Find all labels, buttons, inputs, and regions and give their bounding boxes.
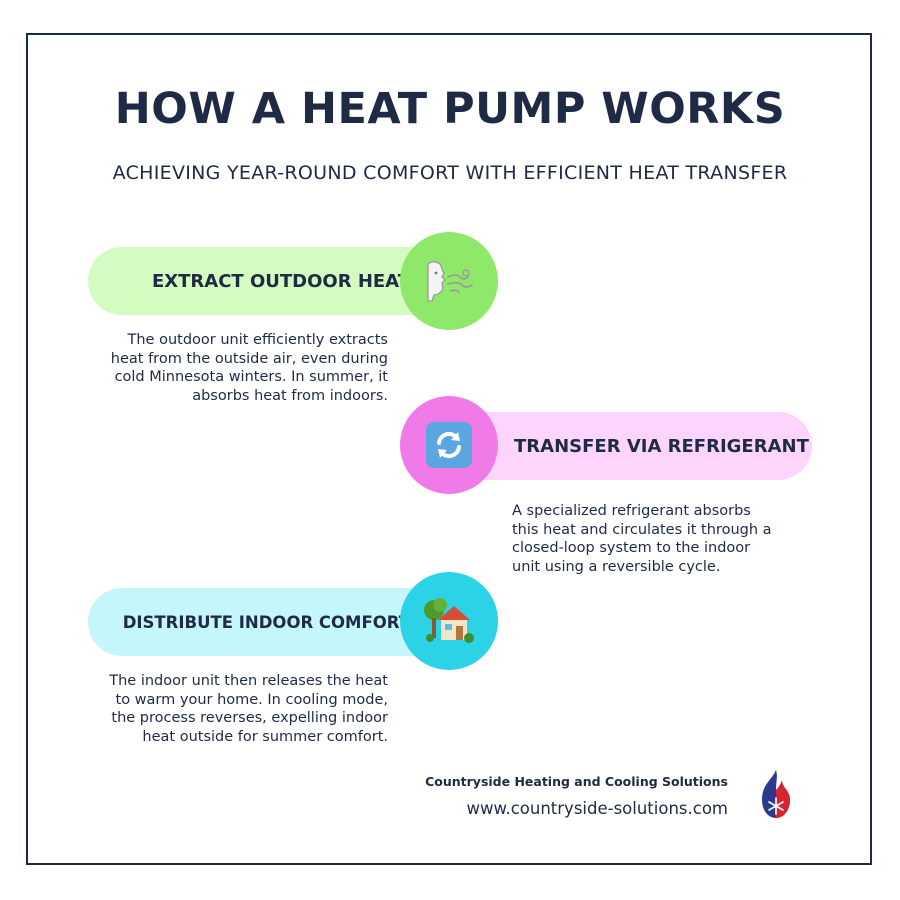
refresh-arrows-icon xyxy=(426,422,472,468)
page-subtitle: ACHIEVING YEAR-ROUND COMFORT WITH EFFICI… xyxy=(112,162,788,184)
step-distribute-description: The indoor unit then releases the heat t… xyxy=(109,673,388,745)
step-transfer-circle xyxy=(400,396,498,494)
step-transfer-label: TRANSFER VIA REFRIGERANT xyxy=(514,435,809,457)
house-with-garden-icon xyxy=(424,598,474,643)
company-website-link[interactable]: www.countryside-solutions.com xyxy=(466,799,729,818)
step-distribute-circle xyxy=(400,572,498,670)
page-title: HOW A HEAT PUMP WORKS xyxy=(114,84,786,134)
step-distribute-pill: DISTRIBUTE INDOOR COMFORT xyxy=(88,588,428,656)
step-distribute-label: DISTRIBUTE INDOOR COMFORT xyxy=(122,612,410,632)
step-extract-pill: EXTRACT OUTDOOR HEAT xyxy=(88,247,428,315)
step-extract-description: The outdoor unit efficiently extracts he… xyxy=(110,332,388,404)
company-name: Countryside Heating and Cooling Solution… xyxy=(425,774,728,789)
step-extract-circle xyxy=(400,232,498,330)
step-extract-label: EXTRACT OUTDOOR HEAT xyxy=(151,270,410,292)
step-transfer-description: A specialized refrigerant absorbs this h… xyxy=(512,503,772,575)
wind-face-icon xyxy=(427,261,473,302)
step-transfer-pill: TRANSFER VIA REFRIGERANT xyxy=(482,412,812,480)
flame-snowflake-logo xyxy=(762,770,790,818)
infographic-frame xyxy=(26,33,872,865)
